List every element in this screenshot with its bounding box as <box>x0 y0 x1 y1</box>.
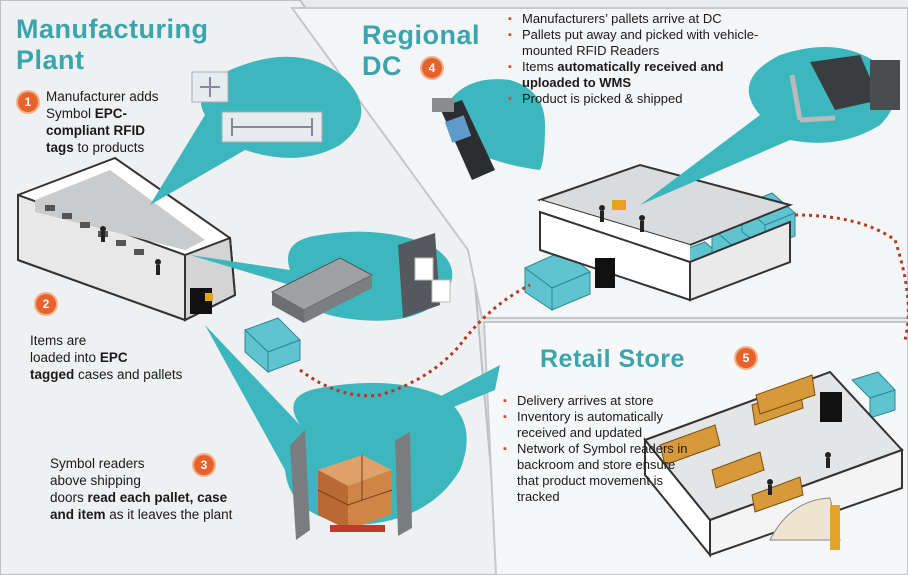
dc-bullet-item: Pallets put away and picked with vehicle… <box>508 27 768 59</box>
step-2-t3: cases and pallets <box>74 367 183 382</box>
retail-bullet-item: Delivery arrives at store <box>503 393 688 409</box>
step-2-b2: tagged <box>30 367 75 382</box>
step-5-badge: 5 <box>736 348 756 368</box>
step-1-line2: Symbol EPC- <box>46 105 186 122</box>
dc-title: Regional DC <box>362 20 480 82</box>
dc-building <box>536 163 794 302</box>
step-3-line3: doors read each pallet, case <box>50 489 280 506</box>
plant-title-line1: Manufacturing <box>16 14 209 44</box>
step-3-line1: Symbol readers <box>50 456 145 471</box>
portal-reader-icon <box>290 430 412 540</box>
dc-bullet-text: Items <box>522 59 558 74</box>
forklift-icon <box>789 55 900 123</box>
step-1-t3: to products <box>73 140 145 155</box>
dc-title-line2: DC <box>362 51 402 81</box>
step-1-t2: Symbol <box>46 106 95 121</box>
step-2-text: Items are loaded into EPC tagged cases a… <box>30 332 215 383</box>
scanner-bubble <box>445 79 545 195</box>
step-1-line3: compliant RFID <box>46 122 186 139</box>
plant-building <box>17 156 237 322</box>
step-3-b1: read each pallet, case <box>87 490 228 505</box>
step-1-line1: Manufacturer adds <box>46 89 159 104</box>
dc-bullet-list: Manufacturers’ pallets arrive at DCPalle… <box>508 11 768 107</box>
step-2-line1: Items are <box>30 333 87 348</box>
dc-bullet-item: Product is picked & shipped <box>508 91 768 107</box>
handheld-scanner-icon <box>432 98 495 180</box>
retail-title: Retail Store <box>540 345 685 373</box>
retail-bullet-item: Network of Symbol readers in backroom an… <box>503 441 688 505</box>
plant-title-line2: Plant <box>16 45 85 75</box>
pallet-icon <box>317 455 393 532</box>
step-1-line4: tags to products <box>46 139 186 156</box>
step-4-badge: 4 <box>422 58 442 78</box>
antenna-icon <box>398 233 451 318</box>
dc-bullet-text: Manufacturers’ pallets arrive at DC <box>522 11 722 26</box>
step-2-t2: loaded into <box>30 350 100 365</box>
step-2-b1: EPC <box>99 350 128 365</box>
step-3-b2: and item <box>50 507 106 522</box>
step-3-t3: doors <box>50 490 88 505</box>
dc-bullet-text: Pallets put away and picked with vehicle… <box>522 27 759 58</box>
step-1-text: Manufacturer adds Symbol EPC- compliant … <box>46 88 186 156</box>
rfid-tag-icon <box>191 71 323 143</box>
person-icon <box>100 226 161 275</box>
dc-bullet-text: automatically received and uploaded to W… <box>522 59 724 90</box>
retail-bullet-item: Inventory is automatically received and … <box>503 409 688 441</box>
step-3-text: Symbol readers above shipping doors read… <box>50 455 280 523</box>
dc-bullet-text: Product is picked & shipped <box>522 91 683 106</box>
step-3-line4: and item as it leaves the plant <box>50 506 280 523</box>
dc-bullet-item: Manufacturers’ pallets arrive at DC <box>508 11 768 27</box>
step-1-badge: 1 <box>18 92 38 112</box>
dc-title-line1: Regional <box>362 20 481 50</box>
step-1-b1: EPC- <box>94 106 128 121</box>
rfid-reader-icon <box>270 257 374 323</box>
route-lines <box>299 213 908 398</box>
step-2-line3: tagged cases and pallets <box>30 366 215 383</box>
retail-bullet-list: Delivery arrives at storeInventory is au… <box>503 393 688 505</box>
step-1-b3: tags <box>46 140 74 155</box>
step-3-badge: 3 <box>194 455 214 475</box>
step-1-b2: compliant RFID <box>46 123 146 138</box>
plant-title: Manufacturing Plant <box>16 14 209 76</box>
step-2-badge: 2 <box>36 294 56 314</box>
dc-bullet-item: Items automatically received and uploade… <box>508 59 768 91</box>
step-3-t4: as it leaves the plant <box>105 507 233 522</box>
step-3-line2: above shipping <box>50 473 141 488</box>
step-2-line2: loaded into EPC <box>30 349 215 366</box>
